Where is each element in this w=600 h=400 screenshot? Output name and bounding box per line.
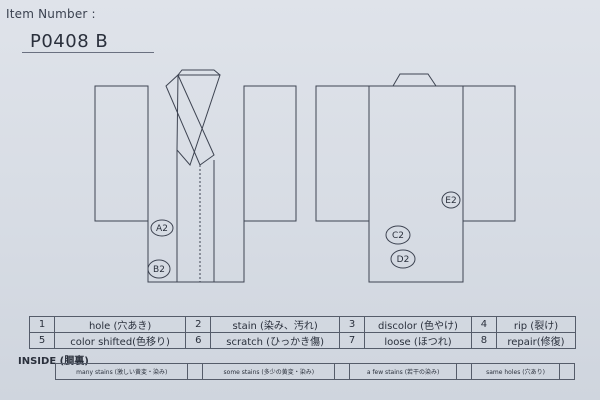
item-number-value: P0408 B <box>30 31 109 52</box>
legend-num: 1 <box>29 316 55 333</box>
inside-row: many stains (激しい黄変・染み) some stains (多少の黄… <box>54 363 575 380</box>
legend-num: 8 <box>470 332 497 349</box>
mark-c2-text: C2 <box>392 231 404 241</box>
legend-num: 2 <box>185 316 212 333</box>
back-collar <box>392 73 437 87</box>
inside-item: a few stains (若干の染み) <box>349 363 458 380</box>
legend-num: 4 <box>470 316 497 333</box>
legend-num: 5 <box>29 332 55 349</box>
mark-a2-text: A2 <box>156 224 168 234</box>
mark-e2-circle <box>441 191 461 209</box>
mark-b2-text: B2 <box>153 265 165 275</box>
legend-label: repair(修復) <box>495 332 577 349</box>
legend-row: 5 color shifted(色移り) 6 scratch (ひっかき傷) 7… <box>29 332 577 349</box>
legend-label: scratch (ひっかき傷) <box>210 332 341 349</box>
inside-checkbox[interactable] <box>334 363 351 380</box>
mark-d2-circle <box>390 249 416 269</box>
inside-item: some stains (多少の黄変・染み) <box>202 363 336 380</box>
mark-d2-text: D2 <box>397 255 410 265</box>
legend-num: 3 <box>339 316 366 333</box>
inside-condition-table: many stains (激しい黄変・染み) some stains (多少の黄… <box>54 363 575 380</box>
inside-item: many stains (激しい黄変・染み) <box>54 363 189 380</box>
legend-row: 1 hole (穴あき) 2 stain (染み、汚れ) 3 discolor … <box>29 316 577 333</box>
mark-c2-circle <box>385 225 411 245</box>
back-body <box>368 85 464 283</box>
item-number-label: Item Number : <box>6 7 96 21</box>
mark-b2-circle <box>147 259 171 279</box>
damage-legend-table: 1 hole (穴あき) 2 stain (染み、汚れ) 3 discolor … <box>29 316 577 349</box>
legend-label: loose (ほつれ) <box>364 332 472 349</box>
back-left-sleeve <box>315 85 370 222</box>
collar-right-band <box>176 74 221 166</box>
legend-label: color shifted(色移り) <box>53 332 187 349</box>
legend-label: discolor (色やけ) <box>364 316 472 333</box>
inside-item: same holes (穴あり) <box>471 363 560 380</box>
item-number-underline <box>22 52 154 53</box>
inside-checkbox[interactable] <box>187 363 204 380</box>
front-body <box>147 86 245 283</box>
legend-label: rip (裂け) <box>495 316 577 333</box>
inside-section-title: INSIDE (胴裏) <box>18 356 89 367</box>
front-left-sleeve <box>94 85 149 222</box>
legend-label: stain (染み、汚れ) <box>210 316 341 333</box>
back-right-sleeve <box>462 85 516 222</box>
collar-neck <box>177 69 221 76</box>
front-right-sleeve <box>243 85 297 222</box>
collar-left-band <box>165 74 215 166</box>
inside-checkbox[interactable] <box>559 363 575 380</box>
kimono-front-view <box>94 69 297 283</box>
legend-label: hole (穴あき) <box>53 316 187 333</box>
inside-checkbox[interactable] <box>456 363 473 380</box>
mark-a2-circle <box>150 219 174 237</box>
legend-num: 6 <box>185 332 212 349</box>
mark-e2-text: E2 <box>445 196 456 206</box>
legend-num: 7 <box>339 332 366 349</box>
kimono-back-view <box>315 73 516 283</box>
